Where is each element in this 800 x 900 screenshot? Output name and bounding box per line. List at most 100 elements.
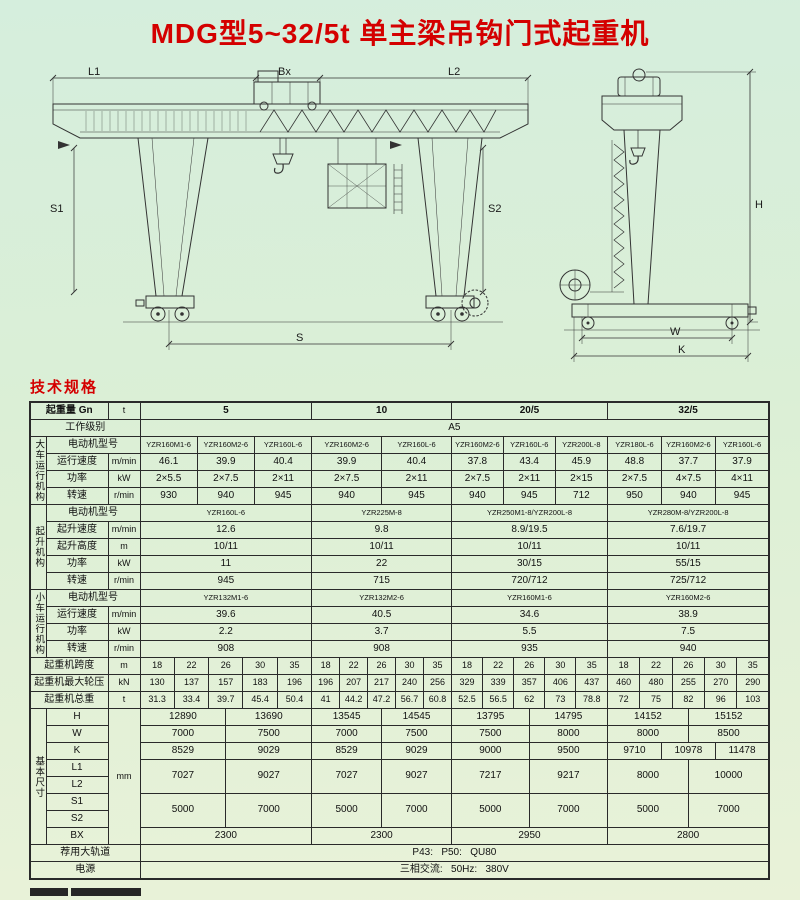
table-cell: 62 bbox=[513, 691, 546, 709]
unit-label: r/min bbox=[107, 572, 141, 590]
table-cell: 437 bbox=[575, 674, 609, 692]
table-cell: 357 bbox=[513, 674, 546, 692]
table-cell: 22 bbox=[482, 657, 515, 675]
table-cell: 22 bbox=[639, 657, 673, 675]
dim-label-s: S bbox=[296, 332, 303, 344]
unit-label: kW bbox=[107, 623, 141, 641]
table-cell: 7.5 bbox=[607, 623, 770, 641]
table-cell: 40.4 bbox=[253, 453, 313, 471]
table-cell: 406 bbox=[544, 674, 577, 692]
table-cell: 73 bbox=[544, 691, 577, 709]
row-label: 电动机型号 bbox=[45, 504, 141, 522]
table-cell: YZR160M2-6 bbox=[311, 436, 383, 454]
table-cell: A5 bbox=[139, 419, 770, 437]
table-cell: 37.9 bbox=[714, 453, 770, 471]
unit-label: kW bbox=[107, 470, 141, 488]
table-cell: 8000 bbox=[528, 725, 609, 743]
table-cell: 950 bbox=[607, 487, 662, 505]
table-cell: 35 bbox=[575, 657, 609, 675]
table-cell: 7027 bbox=[311, 759, 383, 794]
table-cell: 30 bbox=[704, 657, 738, 675]
table-cell: 935 bbox=[450, 640, 609, 658]
unit-label: m bbox=[107, 657, 141, 675]
dim-label-bx: Bx bbox=[278, 66, 291, 78]
table-cell: 7.6/19.7 bbox=[607, 521, 770, 539]
dim-label-w: W bbox=[670, 326, 681, 338]
table-cell: 940 bbox=[196, 487, 255, 505]
table-cell: 103 bbox=[736, 691, 770, 709]
row-label: 起重量 Gn bbox=[29, 401, 109, 420]
table-cell: 290 bbox=[736, 674, 770, 692]
table-cell: 18 bbox=[607, 657, 641, 675]
table-cell: 8000 bbox=[607, 759, 689, 794]
table-cell: 30 bbox=[544, 657, 577, 675]
row-label: BX bbox=[45, 827, 109, 845]
unit-label: kN bbox=[107, 674, 141, 692]
table-cell: 55/15 bbox=[607, 555, 770, 573]
table-cell: 9027 bbox=[381, 759, 452, 794]
row-label: 起升速度 bbox=[45, 521, 109, 539]
table-cell: 12.6 bbox=[139, 521, 313, 539]
table-cell: 2×7.5 bbox=[607, 470, 662, 488]
table-cell: 930 bbox=[139, 487, 198, 505]
row-label: 转速 bbox=[45, 572, 109, 590]
table-cell: 7217 bbox=[450, 759, 530, 794]
table-cell: 2300 bbox=[139, 827, 313, 845]
table-cell: 10/11 bbox=[139, 538, 313, 556]
table-cell: 9500 bbox=[528, 742, 609, 760]
row-label: 电源 bbox=[29, 861, 141, 880]
crane-drawing: L1 Bx L2 S1 S2 S W K H bbox=[49, 66, 763, 362]
table-cell: 26 bbox=[208, 657, 244, 675]
table-cell: 4×7.5 bbox=[660, 470, 716, 488]
section-label: 起升机构 bbox=[29, 504, 47, 590]
table-cell: 940 bbox=[607, 640, 770, 658]
table-cell: 130 bbox=[139, 674, 175, 692]
table-cell: 31.3 bbox=[139, 691, 175, 709]
table-cell: 2×11 bbox=[381, 470, 452, 488]
table-cell: 35 bbox=[422, 657, 452, 675]
unit-label: r/min bbox=[107, 640, 141, 658]
table-cell: YZR132M1-6 bbox=[139, 589, 313, 607]
row-label: 电动机型号 bbox=[45, 589, 141, 607]
table-cell: 26 bbox=[671, 657, 706, 675]
table-cell: 52.5 bbox=[450, 691, 484, 709]
table-cell: 183 bbox=[242, 674, 278, 692]
table-cell: 7000 bbox=[528, 793, 609, 828]
table-cell: YZR200L-8 bbox=[554, 436, 609, 454]
table-cell: 10 bbox=[311, 401, 452, 420]
table-cell: 56.5 bbox=[482, 691, 515, 709]
table-cell: 39.7 bbox=[208, 691, 244, 709]
table-cell: YZR160M2-6 bbox=[196, 436, 255, 454]
table-cell: 8500 bbox=[687, 725, 770, 743]
table-cell: 7000 bbox=[139, 725, 227, 743]
table-cell: 11478 bbox=[714, 742, 770, 760]
table-cell: 10978 bbox=[660, 742, 716, 760]
table-cell: 45.4 bbox=[242, 691, 278, 709]
table-cell: 37.8 bbox=[450, 453, 504, 471]
table-cell: 10/11 bbox=[311, 538, 452, 556]
row-label: S1 bbox=[45, 793, 109, 811]
table-cell: 18 bbox=[450, 657, 484, 675]
table-cell: 329 bbox=[450, 674, 484, 692]
table-cell: 2×11 bbox=[502, 470, 556, 488]
table-cell: 12890 bbox=[139, 708, 227, 726]
row-label: 起重机跨度 bbox=[29, 657, 109, 675]
dim-label-l2: L2 bbox=[448, 66, 460, 78]
table-cell: 8000 bbox=[607, 725, 689, 743]
table-cell: 2×7.5 bbox=[450, 470, 504, 488]
table-cell: 13795 bbox=[450, 708, 530, 726]
row-label: 运行速度 bbox=[45, 453, 109, 471]
table-cell: 26 bbox=[367, 657, 397, 675]
table-cell: 460 bbox=[607, 674, 641, 692]
table-cell: 37.7 bbox=[660, 453, 716, 471]
table-cell: 2300 bbox=[311, 827, 452, 845]
table-cell: YZR225M-8 bbox=[311, 504, 452, 522]
table-cell: 9029 bbox=[381, 742, 452, 760]
table-cell: YZR160M2-6 bbox=[607, 589, 770, 607]
row-label: K bbox=[45, 742, 109, 760]
row-label: 起重机总重 bbox=[29, 691, 109, 709]
table-cell: 5 bbox=[139, 401, 313, 420]
unit-label: m bbox=[107, 538, 141, 556]
table-cell: 2800 bbox=[607, 827, 770, 845]
table-cell: 720/712 bbox=[450, 572, 609, 590]
